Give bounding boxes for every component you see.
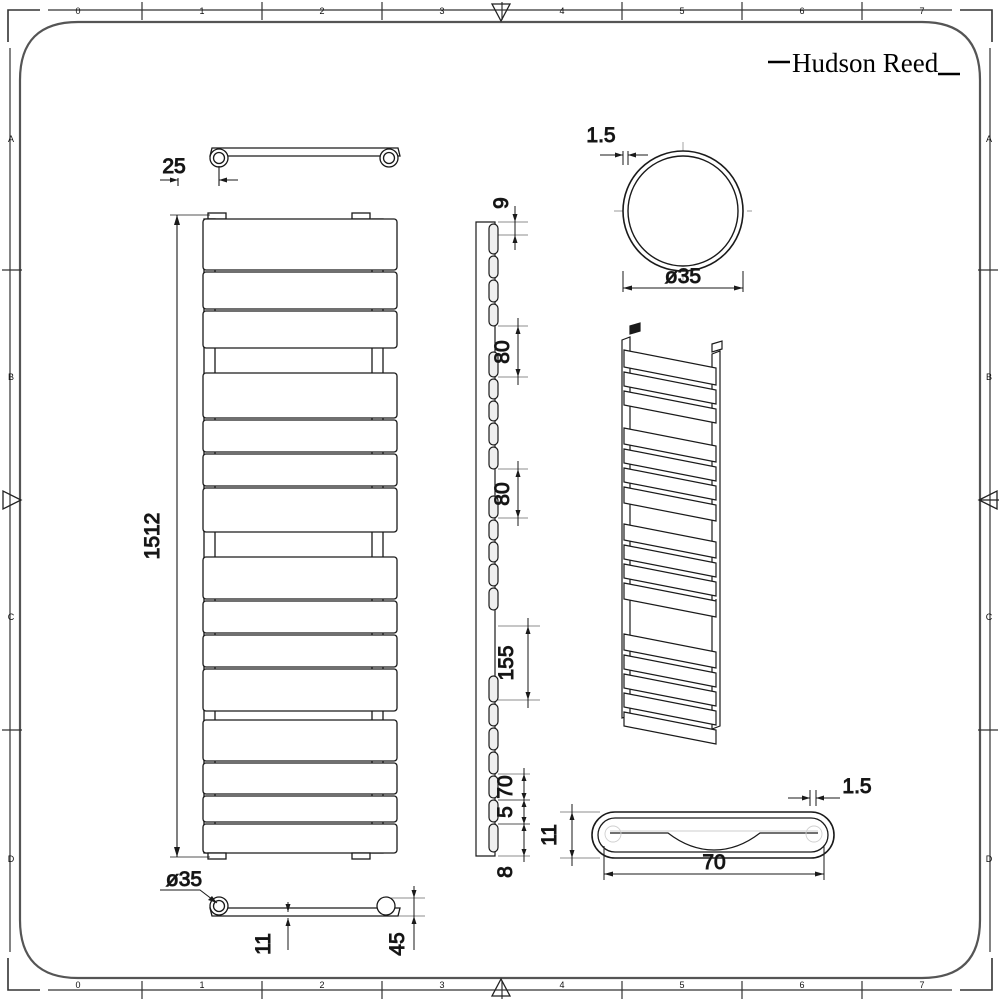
dimension-1512: 1512 [140, 214, 210, 858]
ruler-top-label-1: 1 [199, 6, 204, 16]
ruler-left-labels: A B C D [8, 134, 15, 864]
dimension-1512-label: 1512 [141, 513, 164, 560]
ruler-right-label-c: C [986, 612, 993, 622]
dimension-11-bottom-label: 11 [252, 933, 275, 955]
dimension-70-oval-label: 70 [702, 851, 725, 874]
dimension-80-upper: 80 [491, 318, 528, 385]
ruler-left-label-d: D [8, 854, 15, 864]
dimension-80-lower-label: 80 [491, 482, 514, 505]
ruler-bottom-label-1: 1 [199, 980, 204, 990]
round-tube-cross-section [614, 142, 752, 282]
brand-logo: Hudson Reed [768, 48, 960, 78]
side-view-dimensions: 9 80 80 155 [490, 197, 540, 878]
ruler-top-label-4: 4 [559, 6, 564, 16]
brand-logo-text: Hudson Reed [792, 48, 939, 78]
dimension-45-label: 45 [386, 932, 409, 955]
front-elevation-view [202, 212, 398, 860]
ruler-right-label-d: D [986, 854, 993, 864]
ruler-bottom-label-0: 0 [75, 980, 80, 990]
ruler-top [48, 2, 952, 20]
ruler-bottom-label-4: 4 [559, 980, 564, 990]
ruler-top-label-0: 0 [75, 6, 80, 16]
up-triangle-icon [490, 977, 512, 997]
dimension-diameter-35-leader-label: ø35 [166, 868, 202, 891]
ruler-top-label-2: 2 [319, 6, 324, 16]
dimension-80-upper-label: 80 [491, 340, 514, 363]
ruler-bottom-label-5: 5 [679, 980, 684, 990]
dimension-25-label: 25 [162, 155, 185, 178]
isometric-view [621, 322, 723, 745]
dimension-11-oval-label: 11 [538, 824, 561, 846]
dimension-9-label: 9 [490, 197, 513, 209]
ruler-bottom-label-2: 2 [319, 980, 324, 990]
ruler-bottom-labels: 0 1 2 3 4 5 6 7 [75, 980, 924, 990]
dimension-diameter-35-round: ø35 [622, 265, 744, 292]
dimension-11-oval: 11 [538, 804, 600, 866]
ruler-bottom-label-6: 6 [799, 980, 804, 990]
left-triangle-icon [977, 489, 999, 511]
dimension-1-5-round-label: 1.5 [586, 124, 615, 147]
dimension-1-5-oval-label: 1.5 [842, 775, 871, 798]
ruler-right-label-a: A [986, 134, 992, 144]
dimension-80-lower: 80 [491, 461, 528, 526]
ruler-bottom-label-7: 7 [919, 980, 924, 990]
dimension-8: 8 [494, 818, 530, 878]
dimension-45: 45 [386, 886, 425, 956]
dimension-11-bottom: 11 [252, 902, 291, 955]
dimension-diameter-35-leader: ø35 [160, 868, 218, 904]
ruler-top-label-6: 6 [799, 6, 804, 16]
ruler-top-label-3: 3 [439, 6, 444, 16]
dimension-70-side-label: 70 [494, 775, 517, 798]
ruler-left-label-a: A [8, 134, 14, 144]
ruler-top-labels: 0 1 2 3 4 5 6 7 [75, 6, 924, 16]
ruler-left [2, 48, 22, 952]
dimension-8-label: 8 [494, 866, 517, 878]
dimension-5-label: 5 [494, 806, 517, 818]
corner-registration-marks [7, 9, 993, 991]
ruler-right-label-b: B [986, 372, 992, 382]
dimension-1-5-round: 1.5 [586, 124, 648, 165]
right-triangle-icon [2, 489, 23, 511]
drawing-frame [18, 20, 982, 980]
dimension-155: 155 [495, 618, 540, 708]
ruler-bottom-label-3: 3 [439, 980, 444, 990]
dimension-1-5-oval: 1.5 [788, 775, 872, 806]
ruler-left-label-b: B [8, 372, 14, 382]
ruler-top-label-7: 7 [919, 6, 924, 16]
dimension-70-oval: 70 [603, 846, 825, 880]
ruler-left-label-c: C [8, 612, 15, 622]
side-elevation-view [475, 221, 499, 857]
down-triangle-icon [490, 3, 512, 23]
dimension-9: 9 [490, 197, 528, 250]
ruler-top-label-5: 5 [679, 6, 684, 16]
oval-tube-cross-section [591, 811, 835, 859]
dimension-155-label: 155 [495, 645, 518, 680]
ruler-right-labels: A B C D [986, 134, 993, 864]
dimension-diameter-35-round-label: ø35 [665, 265, 701, 288]
dimension-25: 25 [160, 154, 238, 186]
